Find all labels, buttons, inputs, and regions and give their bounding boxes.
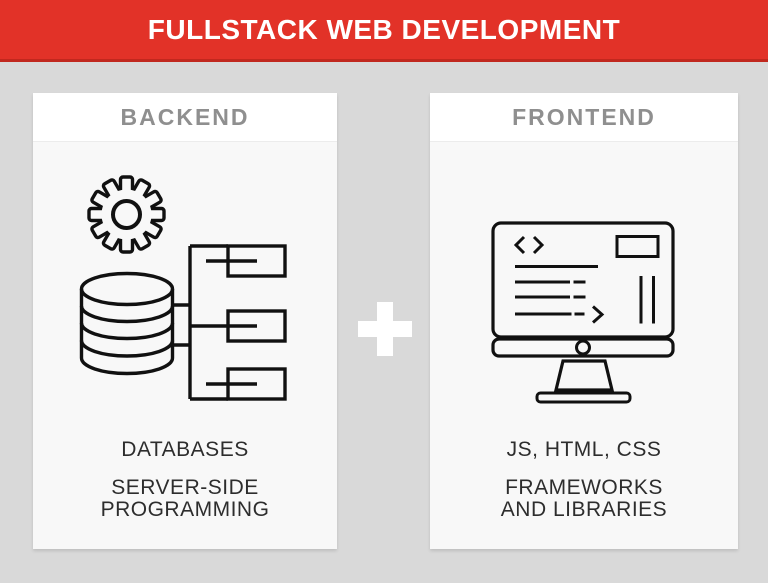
monitor-screen xyxy=(491,221,675,339)
power-button-icon xyxy=(575,339,591,356)
frontend-card-header: FRONTEND xyxy=(430,93,738,142)
code-lines xyxy=(515,265,598,316)
monitor-code-icon xyxy=(491,221,675,404)
monitor-chin xyxy=(491,337,675,358)
frontend-label-secondary-line1: FRAMEWORKS xyxy=(505,476,663,499)
backend-label-secondary-line1: SERVER-SIDE xyxy=(111,476,259,499)
gear-database-flowchart-icon xyxy=(79,175,287,401)
backend-label-primary: DATABASES xyxy=(121,438,249,461)
screen-topright-box xyxy=(615,235,660,258)
page-title: FULLSTACK WEB DEVELOPMENT xyxy=(147,13,621,45)
gear-icon xyxy=(87,175,166,254)
monitor-stand xyxy=(553,359,615,392)
plus-icon xyxy=(358,302,412,356)
backend-label-secondary: SERVER-SIDE PROGRAMMING xyxy=(33,477,337,520)
arrow-chevron-icon xyxy=(592,305,605,324)
code-brackets-icon xyxy=(513,235,545,255)
frontend-label-secondary: FRAMEWORKS AND LIBRARIES xyxy=(430,477,738,520)
scrollbar-lines xyxy=(639,276,655,324)
backend-card-header: BACKEND xyxy=(33,93,337,142)
backend-label-secondary-line2: PROGRAMMING xyxy=(100,497,270,521)
frontend-card-title: FRONTEND xyxy=(512,103,656,130)
backend-card: BACKEND xyxy=(33,93,337,549)
frontend-label-secondary-line2: AND LIBRARIES xyxy=(500,497,668,521)
frontend-label-primary: JS, HTML, CSS xyxy=(506,438,662,461)
frontend-card: FRONTEND xyxy=(430,93,738,549)
flowchart-icon xyxy=(172,244,287,401)
title-banner: FULLSTACK WEB DEVELOPMENT xyxy=(0,0,768,62)
database-icon xyxy=(79,271,175,376)
monitor-base xyxy=(535,391,632,404)
backend-card-title: BACKEND xyxy=(120,103,250,130)
